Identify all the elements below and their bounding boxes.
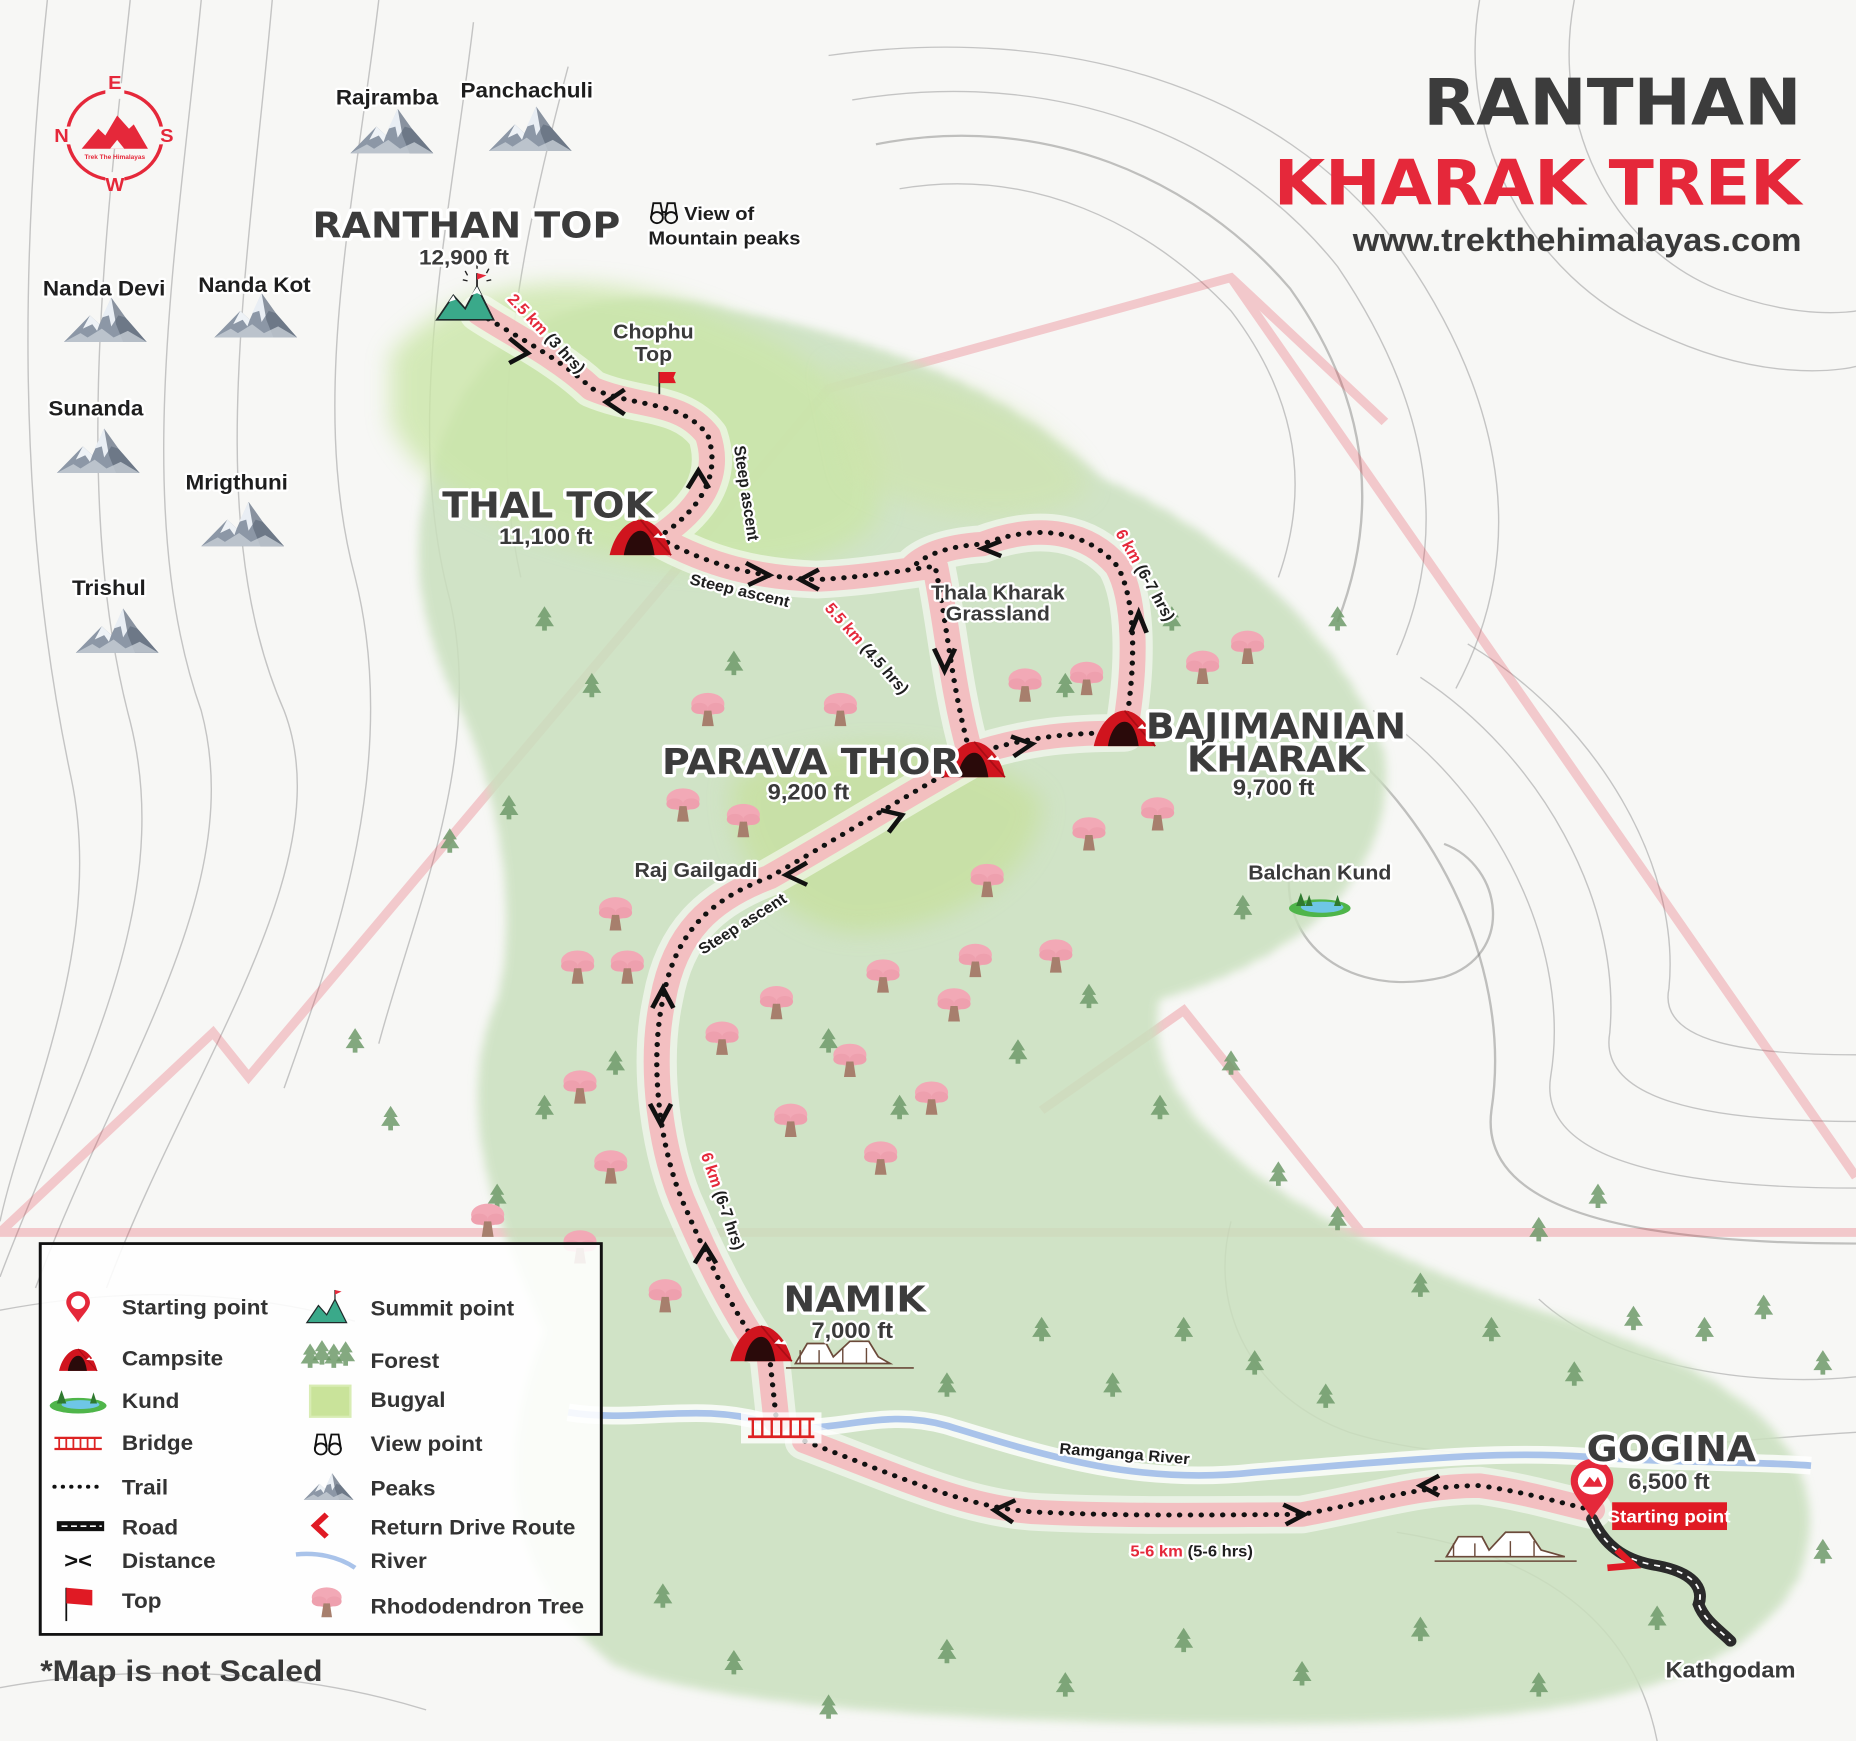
- bugyal-icon: [308, 1384, 352, 1418]
- peak-label: Nanda Kot: [198, 273, 310, 297]
- legend-label: Rhododendron Tree: [370, 1594, 584, 1618]
- chophu-top-flag-icon: [658, 371, 676, 395]
- peak-labels: Rajramba Panchachuli Nanda Devi Nanda Ko…: [41, 76, 596, 602]
- svg-text:5-6 km(5-6 hrs): 5-6 km(5-6 hrs): [1130, 1543, 1252, 1560]
- title-block: RANTHAN KHARAK TREK www.trekthehimalayas…: [1274, 64, 1804, 258]
- compass-letters: E N S W Trek The Himalayas: [54, 72, 173, 195]
- place-kathgodam: Kathgodam: [1665, 1657, 1795, 1682]
- village-namik-sketch: [785, 1340, 914, 1369]
- peak-label: Panchachuli: [461, 78, 593, 102]
- place-altitude: 12,900 ft: [419, 245, 509, 269]
- compass-west: W: [105, 175, 125, 196]
- svg-text:Thala Kharak: Thala Kharak: [931, 582, 1065, 604]
- viewpoint-label: View of Mountain peaks: [646, 201, 803, 251]
- compass-south: S: [160, 126, 173, 147]
- place-gogina: GOGINA 6,500 ft Starting point: [1583, 1425, 1760, 1531]
- return-drive-route-icon: [1607, 1547, 1642, 1572]
- peak-label: Mrigthuni: [186, 470, 288, 494]
- distance-icon: ><: [64, 1547, 92, 1572]
- place-bajimanian-kharak: BAJIMANIAN KHARAK 9,700 ft: [1142, 702, 1409, 802]
- legend-label: Trail: [122, 1475, 168, 1499]
- direction-arrows: [508, 336, 1441, 1527]
- legend-label: Road: [122, 1515, 178, 1539]
- summit-point-icon: [435, 264, 495, 321]
- legend-label: Top: [122, 1588, 162, 1612]
- svg-text:6,500 ft: 6,500 ft: [1628, 1469, 1710, 1494]
- svg-text:PARAVA THOR: PARAVA THOR: [662, 741, 960, 783]
- svg-text:THAL TOK: THAL TOK: [442, 485, 655, 527]
- peak-label: Sunanda: [48, 396, 144, 420]
- legend-label: Return Drive Route: [370, 1515, 575, 1539]
- website-url: www.trekthehimalayas.com: [1352, 223, 1802, 259]
- svg-text:7,000 ft: 7,000 ft: [811, 1318, 893, 1343]
- starting-point-pin-icon: [1570, 1458, 1614, 1519]
- kund-lake-icon: [49, 1390, 107, 1414]
- bridge-icon: [54, 1436, 102, 1451]
- legend-label: Bridge: [122, 1431, 193, 1455]
- place-chophu-top: Chophu Top: [611, 319, 696, 368]
- compass-logo: [58, 83, 172, 188]
- binoculars-icon: [650, 202, 679, 225]
- peak-label: Trishul: [72, 576, 146, 600]
- kund-lake-icon: [1289, 892, 1351, 918]
- legend-label: Distance: [122, 1548, 216, 1572]
- bridge-icon: [740, 1412, 822, 1444]
- place-name: RANTHAN TOP: [313, 205, 621, 247]
- legend-label: View point: [370, 1432, 482, 1456]
- place-ranthan-top: RANTHAN TOP 12,900 ft: [309, 201, 624, 271]
- legend-label: River: [370, 1548, 427, 1572]
- legend-label: Campsite: [122, 1346, 223, 1370]
- place-raj-gailgadi: Raj Gailgadi: [634, 860, 757, 882]
- river-icon: [295, 1551, 357, 1570]
- summit-point-icon: [305, 1289, 348, 1324]
- place-balchan-kund: Balchan Kund: [1248, 862, 1391, 884]
- svg-text:11,100 ft: 11,100 ft: [499, 524, 593, 549]
- place-parava-thor: PARAVA THOR 9,200 ft: [659, 738, 964, 807]
- svg-text:9,200 ft: 9,200 ft: [768, 779, 850, 804]
- road-to-kathgodam: [1586, 1513, 1737, 1647]
- legend-label: Kund: [122, 1389, 179, 1413]
- starting-point-badge: [1612, 1502, 1727, 1531]
- svg-text:BAJIMANIAN: BAJIMANIAN: [1146, 705, 1406, 747]
- place-thal-tok: THAL TOK 11,100 ft: [439, 481, 659, 551]
- compass-brand: Trek The Himalayas: [84, 154, 145, 161]
- top-flag-icon: [65, 1587, 93, 1622]
- svg-text:GOGINA: GOGINA: [1587, 1428, 1757, 1470]
- return-drive-route-icon: [310, 1512, 329, 1539]
- svg-text:Grassland: Grassland: [946, 603, 1050, 625]
- village-gogina-sketch: [1434, 1531, 1577, 1562]
- not-to-scale-note: *Map is not Scaled: [40, 1654, 322, 1688]
- place-namik: NAMIK 7,000 ft: [780, 1275, 931, 1345]
- title-line2: KHARAK TREK: [1274, 147, 1804, 220]
- svg-text:KHARAK: KHARAK: [1187, 739, 1367, 781]
- svg-text:Mountain peaks: Mountain peaks: [648, 228, 800, 249]
- svg-text:Chophu: Chophu: [613, 321, 693, 343]
- compass-east: E: [108, 72, 121, 93]
- svg-text:NAMIK: NAMIK: [784, 1278, 928, 1320]
- compass-north: N: [54, 126, 69, 147]
- svg-text:Starting point: Starting point: [1607, 1506, 1730, 1526]
- binoculars-icon: [313, 1433, 342, 1456]
- trek-trail: [459, 294, 1613, 1534]
- place-thala-kharak: Thala Kharak Grassland: [929, 580, 1068, 628]
- legend-label: Peaks: [370, 1476, 435, 1500]
- peak-label: Rajramba: [336, 85, 439, 109]
- legend-label: Forest: [370, 1349, 439, 1373]
- title-line1: RANTHAN: [1423, 64, 1801, 139]
- svg-text:View of: View of: [684, 203, 755, 224]
- svg-text:9,700 ft: 9,700 ft: [1233, 775, 1315, 800]
- legend-label: Summit point: [370, 1296, 514, 1320]
- legend-label: Starting point: [122, 1295, 268, 1319]
- road-icon: [56, 1521, 105, 1532]
- legend-label: Bugyal: [370, 1387, 445, 1411]
- svg-text:Top: Top: [635, 343, 672, 365]
- legend-box: >< Starting point Campsite Kund Bridge T…: [38, 1242, 603, 1636]
- starting-point-pin-icon: [66, 1291, 90, 1323]
- peak-label: Nanda Devi: [43, 276, 165, 300]
